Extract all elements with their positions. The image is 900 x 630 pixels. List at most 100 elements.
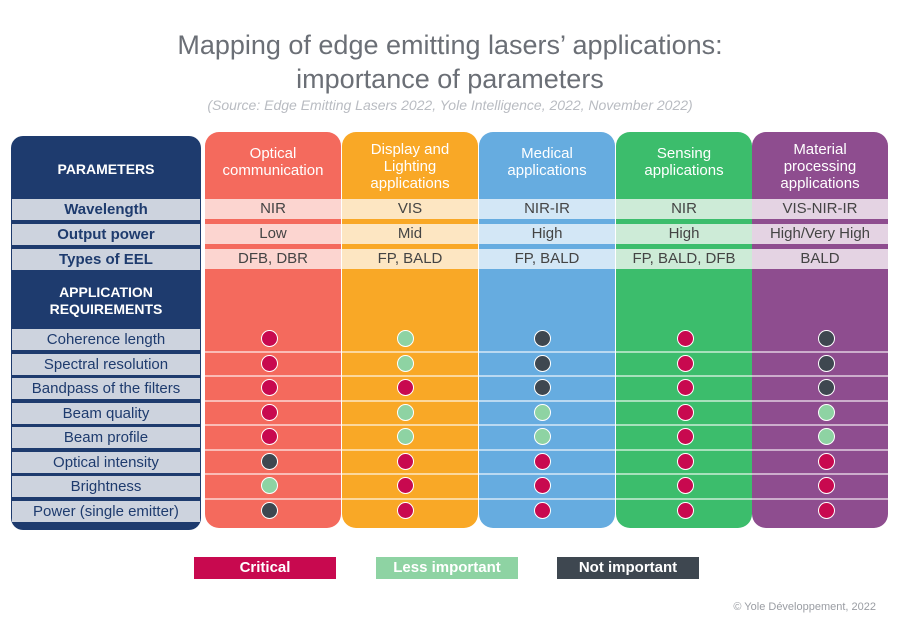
rating-dot — [397, 428, 414, 445]
row-separator — [205, 424, 341, 426]
parameter-label: Output power — [12, 224, 200, 245]
column-header-line: processing — [783, 158, 857, 175]
rating-dot — [261, 453, 278, 470]
row-separator — [616, 449, 752, 451]
rating-dot — [818, 330, 835, 347]
rating-dot — [818, 477, 835, 494]
parameter-value: NIR — [205, 199, 341, 219]
rating-dot — [397, 404, 414, 421]
rating-dot — [534, 477, 551, 494]
row-separator — [616, 351, 752, 353]
row-separator — [479, 473, 615, 475]
row-separator — [205, 400, 341, 402]
legend-item: Critical — [194, 557, 336, 579]
rating-dot — [261, 477, 278, 494]
row-separator — [342, 498, 478, 500]
row-separator — [616, 375, 752, 377]
requirement-label: Spectral resolution — [12, 354, 200, 375]
column-header-line: applications — [370, 175, 450, 192]
row-separator — [616, 498, 752, 500]
row-separator — [752, 351, 888, 353]
rating-dot — [677, 477, 694, 494]
row-separator — [752, 449, 888, 451]
parameter-value: Low — [205, 224, 341, 244]
parameter-label: Types of EEL — [12, 249, 200, 270]
rating-dot — [534, 330, 551, 347]
rating-dot — [534, 355, 551, 372]
copyright: © Yole Développement, 2022 — [733, 601, 876, 613]
row-separator — [342, 375, 478, 377]
rating-dot — [818, 379, 835, 396]
parameter-value: NIR-IR — [479, 199, 615, 219]
requirement-label: Bandpass of the filters — [12, 378, 200, 399]
rating-dot — [677, 453, 694, 470]
chart-title: Mapping of edge emitting lasers’ applica… — [0, 28, 900, 96]
row-separator — [479, 351, 615, 353]
title-line-1: Mapping of edge emitting lasers’ applica… — [177, 30, 723, 60]
app-req-line-2: REQUIREMENTS — [49, 301, 163, 317]
requirement-label: Beam profile — [12, 427, 200, 448]
row-separator — [205, 351, 341, 353]
parameter-value: FP, BALD — [342, 249, 478, 269]
rating-dot — [677, 355, 694, 372]
title-line-2: importance of parameters — [296, 64, 604, 94]
column-header-line: Optical — [249, 145, 297, 162]
rating-dot — [677, 379, 694, 396]
rating-dot — [818, 502, 835, 519]
row-separator — [205, 375, 341, 377]
parameter-value: High/Very High — [752, 224, 888, 244]
row-separator — [752, 473, 888, 475]
source-note: (Source: Edge Emitting Lasers 2022, Yole… — [207, 97, 693, 113]
legend-item: Not important — [557, 557, 699, 579]
requirement-label: Brightness — [12, 476, 200, 497]
column-header-line: Lighting — [383, 158, 437, 175]
row-separator — [479, 498, 615, 500]
row-separator — [342, 473, 478, 475]
row-separator — [342, 400, 478, 402]
column-header-line: Sensing — [656, 145, 712, 162]
rating-dot — [818, 355, 835, 372]
rating-dot — [818, 404, 835, 421]
rating-dot — [818, 453, 835, 470]
row-separator — [479, 400, 615, 402]
rating-dot — [534, 379, 551, 396]
column-header-line: applications — [780, 175, 860, 192]
rating-dot — [261, 502, 278, 519]
rating-dot — [261, 330, 278, 347]
parameter-label: Wavelength — [12, 199, 200, 220]
rating-dot — [397, 453, 414, 470]
rating-dot — [261, 404, 278, 421]
column-header-line: applications — [644, 162, 724, 179]
column-header-line: Material — [793, 141, 847, 158]
row-separator — [479, 424, 615, 426]
rating-dot — [534, 404, 551, 421]
rating-dot — [677, 428, 694, 445]
row-separator — [752, 375, 888, 377]
rating-dot — [677, 404, 694, 421]
parameter-value: DFB, DBR — [205, 249, 341, 269]
row-separator — [342, 449, 478, 451]
requirement-label: Coherence length — [12, 329, 200, 350]
parameter-value: VIS — [342, 199, 478, 219]
rating-dot — [534, 502, 551, 519]
row-separator — [616, 424, 752, 426]
rating-dot — [261, 379, 278, 396]
row-separator — [342, 424, 478, 426]
rating-dot — [397, 379, 414, 396]
column-header-line: applications — [507, 162, 587, 179]
row-separator — [342, 351, 478, 353]
row-separator — [479, 449, 615, 451]
parameter-value: NIR — [616, 199, 752, 219]
row-separator — [752, 498, 888, 500]
row-separator — [752, 400, 888, 402]
requirement-label: Beam quality — [12, 403, 200, 424]
parameter-value: FP, BALD — [479, 249, 615, 269]
app-req-line-1: APPLICATION — [59, 284, 153, 300]
legend-item: Less important — [376, 557, 518, 579]
parameters-header: PARAMETERS — [57, 161, 155, 177]
parameter-value: VIS-NIR-IR — [752, 199, 888, 219]
rating-dot — [261, 428, 278, 445]
rating-dot — [397, 502, 414, 519]
